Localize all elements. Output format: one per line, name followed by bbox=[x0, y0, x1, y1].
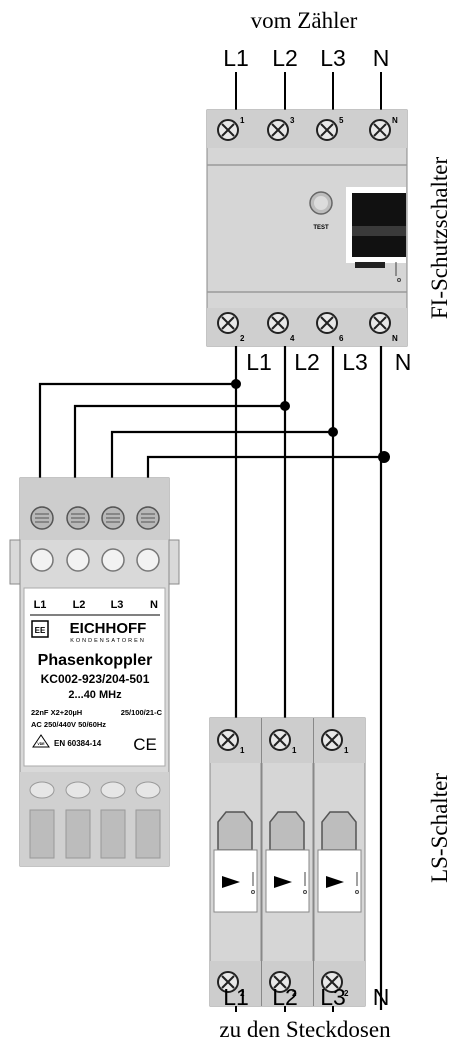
coupler-ports bbox=[30, 548, 160, 572]
coupler-term-n: N bbox=[150, 599, 158, 611]
bottom-label-n: N bbox=[373, 984, 390, 1010]
rcd-side-label: FI-Schutzschalter bbox=[427, 157, 452, 320]
mcb-l2-top-terminal: 1 bbox=[292, 746, 297, 755]
mcb-l2-toggle[interactable] bbox=[269, 811, 305, 851]
footer-title: zu den Steckdosen bbox=[219, 1017, 391, 1042]
mcb-l3-toggle[interactable] bbox=[321, 811, 357, 851]
rcd-top-terminal-5: 5 bbox=[339, 116, 344, 125]
rcd-top-terminal-3: 3 bbox=[290, 116, 295, 125]
rcd-top-terminal-n: N bbox=[392, 116, 398, 125]
bottom-label-l2: L2 bbox=[272, 984, 298, 1010]
phase-coupler: L1 L2 L3 N EE EICHHOFF KONDENSATOREN Pha… bbox=[9, 477, 180, 867]
coupler-term-l1: L1 bbox=[34, 599, 47, 611]
rcd-io-mark bbox=[395, 262, 401, 282]
coupler-lower-bumps bbox=[29, 781, 161, 799]
vde-mark-icon bbox=[32, 734, 50, 748]
bottom-label-l3: L3 bbox=[320, 984, 346, 1010]
mcb-l1: 1 2 bbox=[209, 717, 262, 1007]
coupler-term-l3: L3 bbox=[111, 599, 124, 611]
coupler-lower-slots bbox=[29, 809, 161, 859]
top-label-l3: L3 bbox=[320, 45, 346, 71]
mcb-l3-top-terminal: 1 bbox=[344, 746, 349, 755]
mcb-group: 1 2 1 2 bbox=[209, 717, 366, 1007]
coupler-frequency: 2...40 MHz bbox=[68, 689, 122, 701]
coupler-spec-capacitance: 22nF X2+20µH bbox=[31, 708, 82, 717]
coupler-label-panel bbox=[23, 587, 166, 767]
mcb-l2-arrow-icon bbox=[274, 876, 292, 888]
coupler-title: Phasenkoppler bbox=[38, 652, 153, 669]
mcb-l1-toggle[interactable] bbox=[217, 811, 253, 851]
coupler-spec-voltage: AC 250/440V 50/60Hz bbox=[31, 720, 106, 729]
mcb-l2-bottom-terminal: 2 bbox=[292, 989, 297, 998]
test-button-highlight bbox=[314, 196, 328, 210]
coupler-model: KC002-923/204-501 bbox=[41, 672, 150, 686]
rcd-status-slot bbox=[355, 262, 385, 268]
mid-label-l1: L1 bbox=[246, 349, 272, 375]
mid-label-l3: L3 bbox=[342, 349, 368, 375]
coupler-spec-climate: 25/100/21-C bbox=[121, 708, 163, 717]
rcd-top-terminals bbox=[217, 119, 391, 141]
mcb-l1-arrow-icon bbox=[222, 876, 240, 888]
mid-label-l2: L2 bbox=[294, 349, 320, 375]
rcd-bottom-terminals bbox=[217, 312, 391, 334]
mcb-l1-top-terminal: 1 bbox=[240, 746, 245, 755]
rcd-bottom-terminal-n: N bbox=[392, 334, 398, 343]
mcb-l3-bottom-terminal: 2 bbox=[344, 989, 349, 998]
rcd-bottom-terminal-6: 6 bbox=[339, 334, 344, 343]
outgoing-wires bbox=[235, 1006, 334, 1012]
top-label-n: N bbox=[373, 45, 390, 71]
coupler-term-l2: L2 bbox=[73, 599, 86, 611]
eichhoff-logo-mark: EE bbox=[35, 626, 46, 635]
coupler-norm: EN 60384-14 bbox=[54, 739, 102, 748]
top-label-l2: L2 bbox=[272, 45, 298, 71]
rcd-top-terminal-1: 1 bbox=[240, 116, 245, 125]
mcb-side-label: LS-Schalter bbox=[427, 773, 452, 883]
coupler-brand-sub: KONDENSATOREN bbox=[70, 638, 146, 644]
header-title: vom Zähler bbox=[251, 8, 358, 33]
rcd-lever-shade bbox=[352, 226, 406, 236]
bottom-label-l1: L1 bbox=[223, 984, 249, 1010]
mid-label-n: N bbox=[395, 349, 412, 375]
rcd-device: 1 3 5 N TEST 2 4 6 N bbox=[206, 109, 408, 347]
mcb-l3-arrow-icon bbox=[326, 876, 344, 888]
rcd-lever[interactable] bbox=[352, 193, 406, 257]
top-label-l1: L1 bbox=[223, 45, 249, 71]
mcb-l3: 1 2 bbox=[313, 717, 366, 1007]
vde-mark-text: VDE bbox=[37, 742, 45, 746]
mcb-l1-bottom-terminal: 2 bbox=[240, 989, 245, 998]
junction-dots bbox=[231, 379, 390, 463]
test-label: TEST bbox=[313, 225, 329, 231]
incoming-wires bbox=[235, 72, 382, 112]
eichhoff-logo-icon bbox=[31, 620, 49, 638]
ce-mark: CE bbox=[133, 735, 157, 754]
rcd-bottom-terminal-4: 4 bbox=[290, 334, 295, 343]
rcd-bottom-terminal-2: 2 bbox=[240, 334, 245, 343]
coupler-brand: EICHHOFF bbox=[70, 620, 147, 637]
mcb-l2: 1 2 bbox=[261, 717, 314, 1007]
coupler-screws bbox=[30, 506, 160, 530]
